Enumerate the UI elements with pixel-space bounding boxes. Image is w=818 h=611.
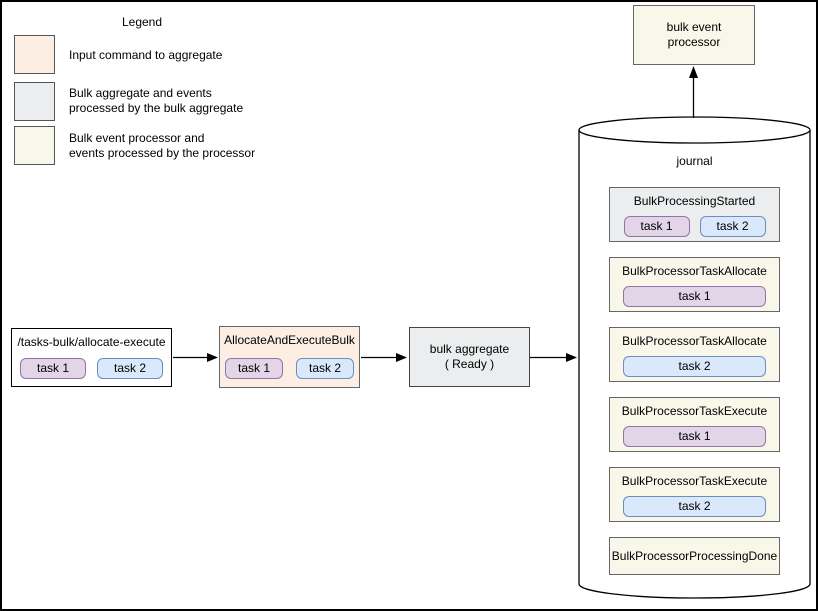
legend-title: Legend	[121, 15, 163, 29]
journal-event-task-row: task 2	[610, 356, 779, 377]
journal-task-chip: task 1	[623, 216, 690, 237]
journal-event-title: BulkProcessorTaskExecute	[621, 404, 768, 418]
legend-swatch-processor	[14, 126, 55, 165]
journal-event: BulkProcessorTaskExecute task 1	[609, 397, 780, 452]
journal-task-chip: task 1	[623, 426, 766, 447]
journal-event: BulkProcessorTaskExecute task 2	[609, 467, 780, 522]
journal-event-task-row: task 2	[610, 496, 779, 517]
allocate-task-row: task 1 task 2	[220, 358, 359, 379]
legend-swatch-command	[14, 35, 55, 74]
arrowhead-command-to-allocate	[207, 353, 218, 362]
bulk-aggregate-label: bulk aggregate ( Ready )	[429, 342, 510, 371]
arrowhead-allocate-to-aggregate	[396, 353, 407, 362]
legend-label-command: Input command to aggregate	[69, 48, 223, 62]
journal-event-title: BulkProcessingStarted	[633, 194, 756, 208]
legend-label-processor: Bulk event processor and events processe…	[69, 131, 256, 160]
journal-event-title: BulkProcessorTaskExecute	[621, 474, 768, 488]
allocate-task-2-chip: task 2	[296, 358, 354, 379]
journal-event-task-row: task 1	[610, 286, 779, 307]
journal-task-chip: task 2	[699, 216, 766, 237]
allocate-and-execute-bulk-node: AllocateAndExecuteBulk task 1 task 2	[219, 326, 360, 388]
journal-task-chip: task 1	[623, 286, 766, 307]
legend-label-aggregate: Bulk aggregate and events processed by t…	[69, 86, 244, 115]
arrowhead-journal-to-processor	[689, 66, 698, 78]
journal-event: BulkProcessorTaskAllocate task 2	[609, 327, 780, 382]
command-node-title: /tasks-bulk/allocate-execute	[17, 335, 166, 349]
journal-event: BulkProcessorProcessingDone	[609, 537, 780, 575]
command-task-row: task 1 task 2	[12, 358, 171, 379]
journal-event-title: BulkProcessorProcessingDone	[611, 549, 778, 563]
journal-event-task-row: task 1	[610, 426, 779, 447]
legend-swatch-aggregate	[14, 82, 55, 121]
journal-event-task-row: task 1 task 2	[610, 216, 779, 237]
bulk-event-processor-label: bulk event processor	[666, 20, 722, 49]
command-task-1-chip: task 1	[20, 358, 86, 379]
journal-task-chip: task 2	[623, 356, 766, 377]
command-task-2-chip: task 2	[97, 358, 163, 379]
journal-cylinder-top	[578, 116, 811, 144]
journal-event-title: BulkProcessorTaskAllocate	[622, 264, 767, 278]
bulk-aggregate-node: bulk aggregate ( Ready )	[409, 327, 530, 387]
journal-event: BulkProcessingStarted task 1 task 2	[609, 187, 780, 242]
bulk-event-processor-node: bulk event processor	[633, 5, 755, 65]
arrowhead-aggregate-to-journal	[566, 353, 577, 362]
journal-event-title: BulkProcessorTaskAllocate	[622, 334, 767, 348]
journal-event: BulkProcessorTaskAllocate task 1	[609, 257, 780, 312]
command-node: /tasks-bulk/allocate-execute task 1 task…	[11, 328, 172, 387]
journal-label: journal	[676, 154, 713, 168]
allocate-node-title: AllocateAndExecuteBulk	[224, 333, 355, 347]
allocate-task-1-chip: task 1	[225, 358, 283, 379]
journal-task-chip: task 2	[623, 496, 766, 517]
